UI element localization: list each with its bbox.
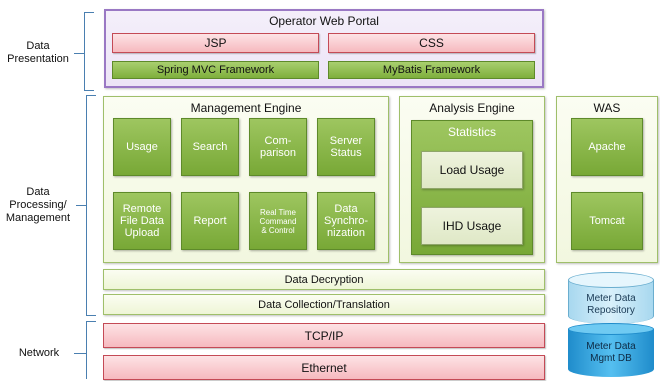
mgmt-db-top	[568, 323, 654, 335]
management-engine: Management Engine Usage Search Com- pari…	[103, 96, 389, 263]
layer-label-processing: Data Processing/ Management	[5, 186, 71, 224]
statistics-title: Statistics	[447, 125, 496, 139]
network-bracket-top	[86, 321, 96, 322]
tile-realtime-command: Real Time Command & Control	[249, 192, 307, 250]
network-bracket-mid	[74, 353, 86, 354]
presentation-bracket-bottom	[84, 90, 94, 91]
spring-mvc-box: Spring MVC Framework	[112, 61, 319, 79]
tomcat-box: Tomcat	[571, 192, 643, 250]
presentation-bracket-mid	[74, 53, 84, 54]
presentation-bracket-top	[84, 12, 94, 13]
ihd-usage-box: IHD Usage	[421, 207, 523, 245]
tile-report: Report	[181, 192, 239, 250]
meter-data-mgmt-db: Meter Data Mgmt DB	[568, 323, 654, 379]
repository-top	[568, 272, 654, 288]
jsp-box: JSP	[112, 33, 319, 53]
presentation-bracket	[84, 12, 85, 90]
tile-server-status: Server Status	[317, 118, 375, 176]
tile-data-synchronization: Data Synchro- nization	[317, 192, 375, 250]
data-collection-band: Data Collection/Translation	[103, 294, 545, 315]
tile-usage: Usage	[113, 118, 171, 176]
layer-label-presentation: Data Presentation	[7, 40, 69, 65]
mgmt-db-label: Meter Data Mgmt DB	[586, 341, 636, 364]
management-title: Management Engine	[190, 101, 302, 115]
processing-bracket-top	[86, 95, 96, 96]
repository-label: Meter Data Repository	[586, 293, 636, 316]
analysis-title: Analysis Engine	[429, 101, 515, 115]
tile-remote-file-upload: Remote File Data Upload	[113, 192, 171, 250]
mybatis-box: MyBatis Framework	[328, 61, 535, 79]
portal-title: Operator Web Portal	[269, 14, 379, 28]
meter-data-repository-db: Meter Data Repository	[568, 272, 654, 326]
tile-search: Search	[181, 118, 239, 176]
ethernet-band: Ethernet	[103, 355, 545, 380]
operator-web-portal: Operator Web Portal JSP CSS Spring MVC F…	[104, 9, 544, 88]
processing-bracket	[86, 95, 87, 315]
network-bracket	[86, 321, 87, 379]
tcpip-band: TCP/IP	[103, 323, 545, 348]
apache-box: Apache	[571, 118, 643, 176]
load-usage-box: Load Usage	[421, 151, 523, 189]
css-box: CSS	[328, 33, 535, 53]
layer-label-network: Network	[18, 347, 60, 359]
was-panel: WAS Apache Tomcat	[556, 96, 658, 263]
was-title: WAS	[593, 101, 621, 115]
mgmt-db-body	[568, 329, 654, 377]
processing-bracket-bottom	[86, 315, 96, 316]
tile-comparison: Com- parison	[249, 118, 307, 176]
data-decryption-band: Data Decryption	[103, 269, 545, 290]
statistics-box: Statistics Load Usage IHD Usage	[411, 120, 533, 255]
processing-bracket-mid	[76, 205, 86, 206]
analysis-engine: Analysis Engine Statistics Load Usage IH…	[399, 96, 545, 263]
